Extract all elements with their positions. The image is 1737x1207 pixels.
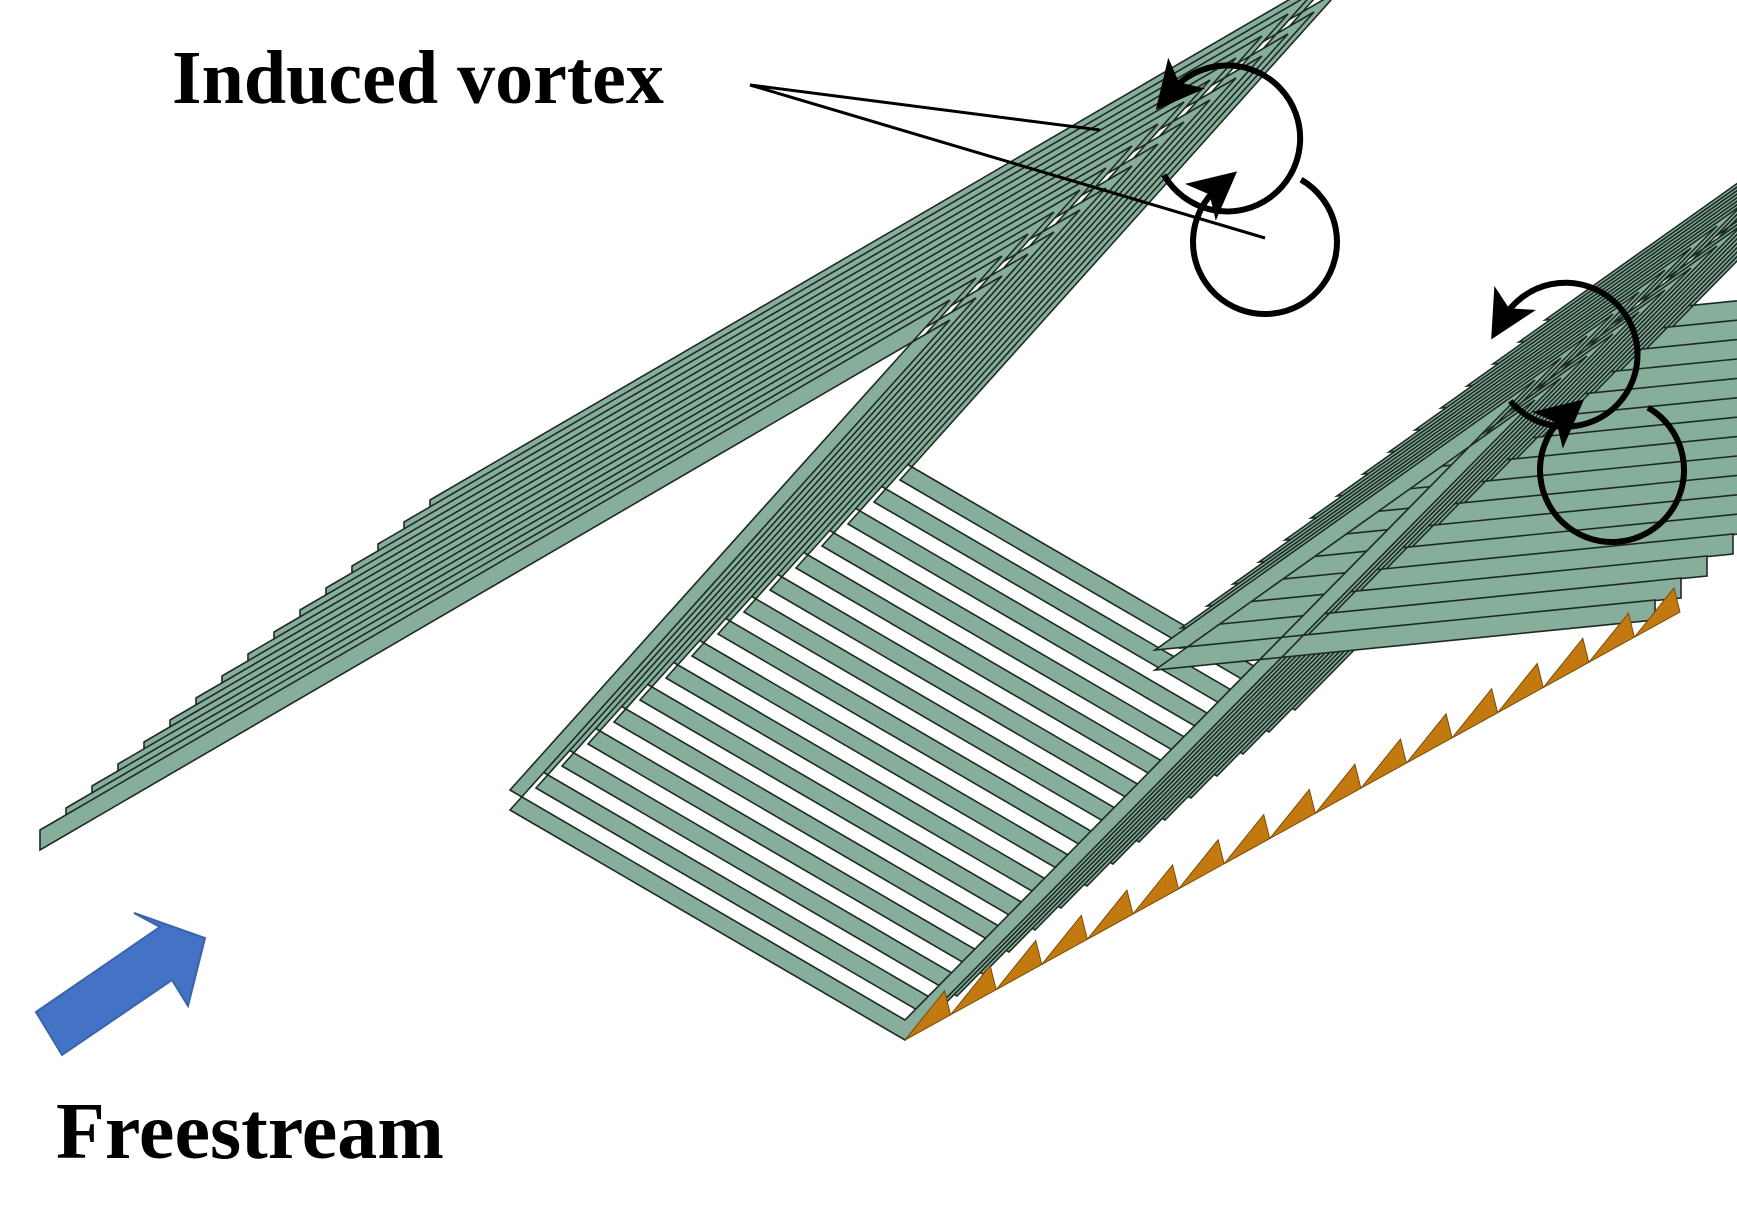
sawtooth-tooth <box>1451 687 1499 739</box>
sawtooth-edge <box>904 586 1681 1041</box>
freestream-arrow-icon <box>34 912 207 1057</box>
riblet-strip <box>143 211 1737 954</box>
sawtooth-tooth <box>1178 838 1225 890</box>
sawtooth-tooth <box>1223 813 1271 865</box>
sawtooth-tooth <box>950 964 997 1016</box>
sawtooth-tooth <box>904 989 952 1041</box>
sawtooth-tooth <box>1360 737 1408 789</box>
induced-vortex-label: Induced vortex <box>172 36 664 120</box>
induced-vortex-group <box>1155 57 1687 545</box>
riblet-strip <box>325 57 1737 800</box>
sawtooth-tooth <box>1041 914 1088 965</box>
riblet-strip <box>65 277 1682 1020</box>
sawtooth-tooth <box>1132 863 1180 915</box>
vortex-circular-arrow-icon <box>1531 399 1687 545</box>
sawtooth-tooth <box>1588 612 1635 663</box>
sawtooth-tooth <box>1314 763 1362 814</box>
sawtooth-tooth <box>1269 788 1316 840</box>
vortex-circular-arrow-icon <box>1184 171 1340 317</box>
leader-lines <box>749 83 1266 240</box>
sawtooth-tooth <box>1634 586 1681 638</box>
sawtooth-tooth <box>995 939 1043 991</box>
riblet-strip <box>91 255 1708 998</box>
sawtooth-tooth <box>1086 889 1134 940</box>
leader-line <box>749 83 1101 132</box>
riblet-strip <box>117 233 1734 976</box>
sawtooth-tooth <box>1406 712 1453 764</box>
sawtooth-tooth <box>1542 637 1590 688</box>
riblet-surface <box>39 0 1737 1042</box>
freestream-label: Freestream <box>56 1088 444 1176</box>
leader-line <box>749 83 1266 240</box>
sawtooth-tooth <box>1497 662 1544 714</box>
